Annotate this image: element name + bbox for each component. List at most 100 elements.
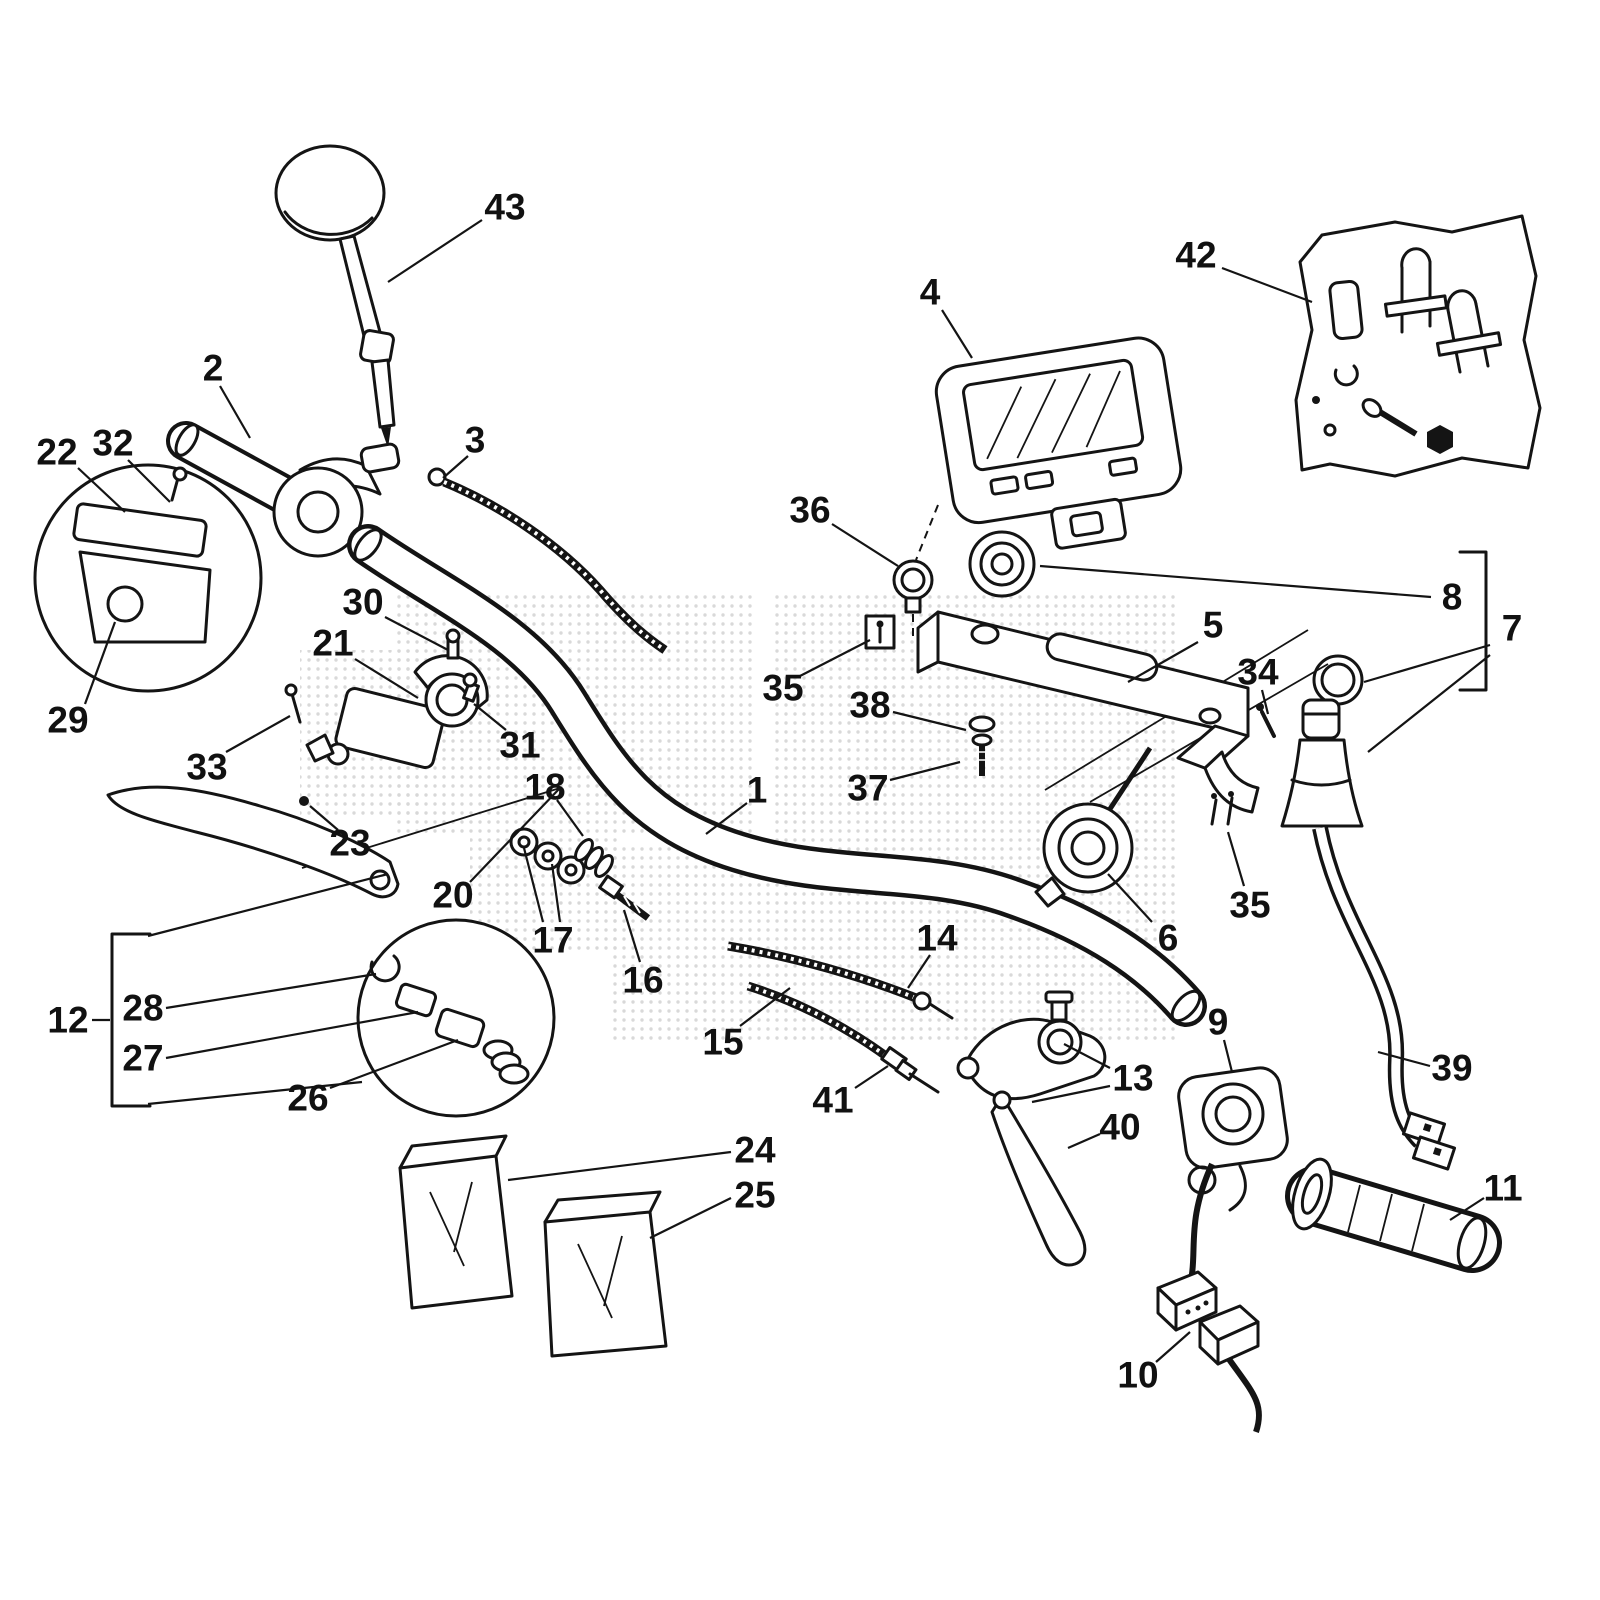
- part-number-31: 31: [499, 725, 540, 766]
- grommet-large: [968, 530, 1036, 598]
- part-number-14: 14: [916, 918, 958, 959]
- leader-line: [1449, 1197, 1485, 1221]
- leader-line: [1067, 1132, 1101, 1150]
- callout-25: 25: [649, 1175, 776, 1239]
- callout-29: 29: [47, 621, 117, 741]
- part-number-37: 37: [847, 768, 888, 809]
- switch-assembly: [1177, 1066, 1289, 1433]
- callout-39: 39: [1377, 1048, 1473, 1089]
- part-number-42: 42: [1175, 235, 1216, 276]
- mounting-bracket: [916, 610, 1260, 814]
- part-number-13: 13: [1112, 1058, 1153, 1099]
- callout-2: 2: [203, 348, 251, 439]
- leader-line: [892, 710, 967, 732]
- control-cables: [727, 941, 954, 1094]
- callout-17: 17: [522, 847, 574, 961]
- leader-line: [622, 909, 642, 963]
- part-number-26: 26: [287, 1078, 328, 1119]
- part-number-23: 23: [329, 823, 370, 864]
- master-cylinder-detail: [33, 463, 263, 693]
- leader-line: [1260, 689, 1270, 715]
- part-number-43: 43: [484, 187, 525, 228]
- callout-34: 34: [1237, 652, 1279, 715]
- leader-line: [147, 872, 389, 938]
- bracket-7: [1458, 550, 1488, 692]
- callout-12: 12: [47, 872, 389, 1106]
- callout-6: 6: [1107, 873, 1179, 959]
- callout-13: 13: [1031, 1043, 1154, 1104]
- part-number-11: 11: [1483, 1168, 1522, 1209]
- part-number-15: 15: [702, 1022, 743, 1063]
- callout-35: 35: [1226, 831, 1271, 926]
- callout-15: 15: [702, 987, 791, 1063]
- leader-line: [705, 802, 748, 835]
- part-number-34: 34: [1237, 652, 1279, 693]
- leader-line: [1221, 266, 1313, 304]
- leader-line: [556, 799, 584, 837]
- callout-38: 38: [849, 685, 967, 732]
- leader-line: [127, 459, 171, 503]
- callout-32: 32: [92, 423, 171, 503]
- part-number-41: 41: [812, 1080, 853, 1121]
- part-number-7: 7: [1502, 608, 1523, 649]
- speedometer: [934, 336, 1183, 550]
- part-number-18: 18: [524, 767, 565, 808]
- leader-line: [354, 658, 419, 699]
- callout-5: 5: [1127, 605, 1223, 683]
- leader-line: [1363, 643, 1491, 684]
- pin: [1256, 703, 1276, 738]
- leader-line: [165, 972, 377, 1010]
- callout-42: 42: [1175, 235, 1313, 304]
- callout-7: 7: [1363, 608, 1523, 753]
- clutch-master-cylinder: [284, 628, 489, 806]
- leader-line: [907, 954, 931, 989]
- screw-plate-item: [864, 614, 896, 650]
- bracket-screw: [968, 715, 996, 776]
- callout-27: 27: [122, 1010, 419, 1079]
- callout-8: 8: [1039, 564, 1463, 618]
- callout-22: 22: [36, 432, 126, 513]
- leader-line: [83, 621, 117, 705]
- part-number-10: 10: [1117, 1355, 1158, 1396]
- part-number-16: 16: [622, 960, 663, 1001]
- leader-line: [1127, 641, 1199, 683]
- leader-line: [329, 1038, 459, 1090]
- part-number-32: 32: [92, 423, 133, 464]
- mirror: [274, 144, 396, 448]
- callout-37: 37: [847, 760, 961, 809]
- callout-14: 14: [907, 918, 958, 989]
- leader-line: [739, 987, 791, 1027]
- callout-21: 21: [312, 623, 419, 699]
- leader-line: [387, 219, 483, 283]
- leader-line: [1226, 831, 1246, 887]
- part-number-21: 21: [312, 623, 353, 664]
- leader-line: [649, 1197, 732, 1239]
- leader-line: [309, 805, 339, 831]
- grommet-small: [892, 559, 934, 614]
- callout-40: 40: [1067, 1107, 1141, 1150]
- leader-line: [941, 309, 973, 359]
- part-number-38: 38: [849, 685, 890, 726]
- parts-bag-2: [543, 1190, 668, 1358]
- callout-33: 33: [186, 715, 291, 788]
- leader-line: [442, 455, 469, 479]
- part-number-8: 8: [1442, 577, 1463, 618]
- leader-line: [1367, 654, 1491, 753]
- part-number-29: 29: [47, 700, 88, 741]
- leader-line: [1222, 1039, 1234, 1073]
- callout-30: 30: [342, 582, 449, 651]
- part-number-22: 22: [36, 432, 77, 473]
- leader-line: [1107, 873, 1153, 923]
- part-number-33: 33: [186, 747, 227, 788]
- part-number-40: 40: [1099, 1107, 1140, 1148]
- leader-line: [1155, 1331, 1191, 1363]
- callout-16: 16: [622, 909, 664, 1001]
- part-number-4: 4: [920, 272, 941, 313]
- part-number-6: 6: [1158, 918, 1179, 959]
- part-number-1: 1: [747, 770, 768, 811]
- wire-connectors: [1156, 1270, 1260, 1366]
- leader-line: [77, 467, 126, 513]
- part-number-9: 9: [1208, 1002, 1229, 1043]
- leader-line: [1031, 1084, 1111, 1104]
